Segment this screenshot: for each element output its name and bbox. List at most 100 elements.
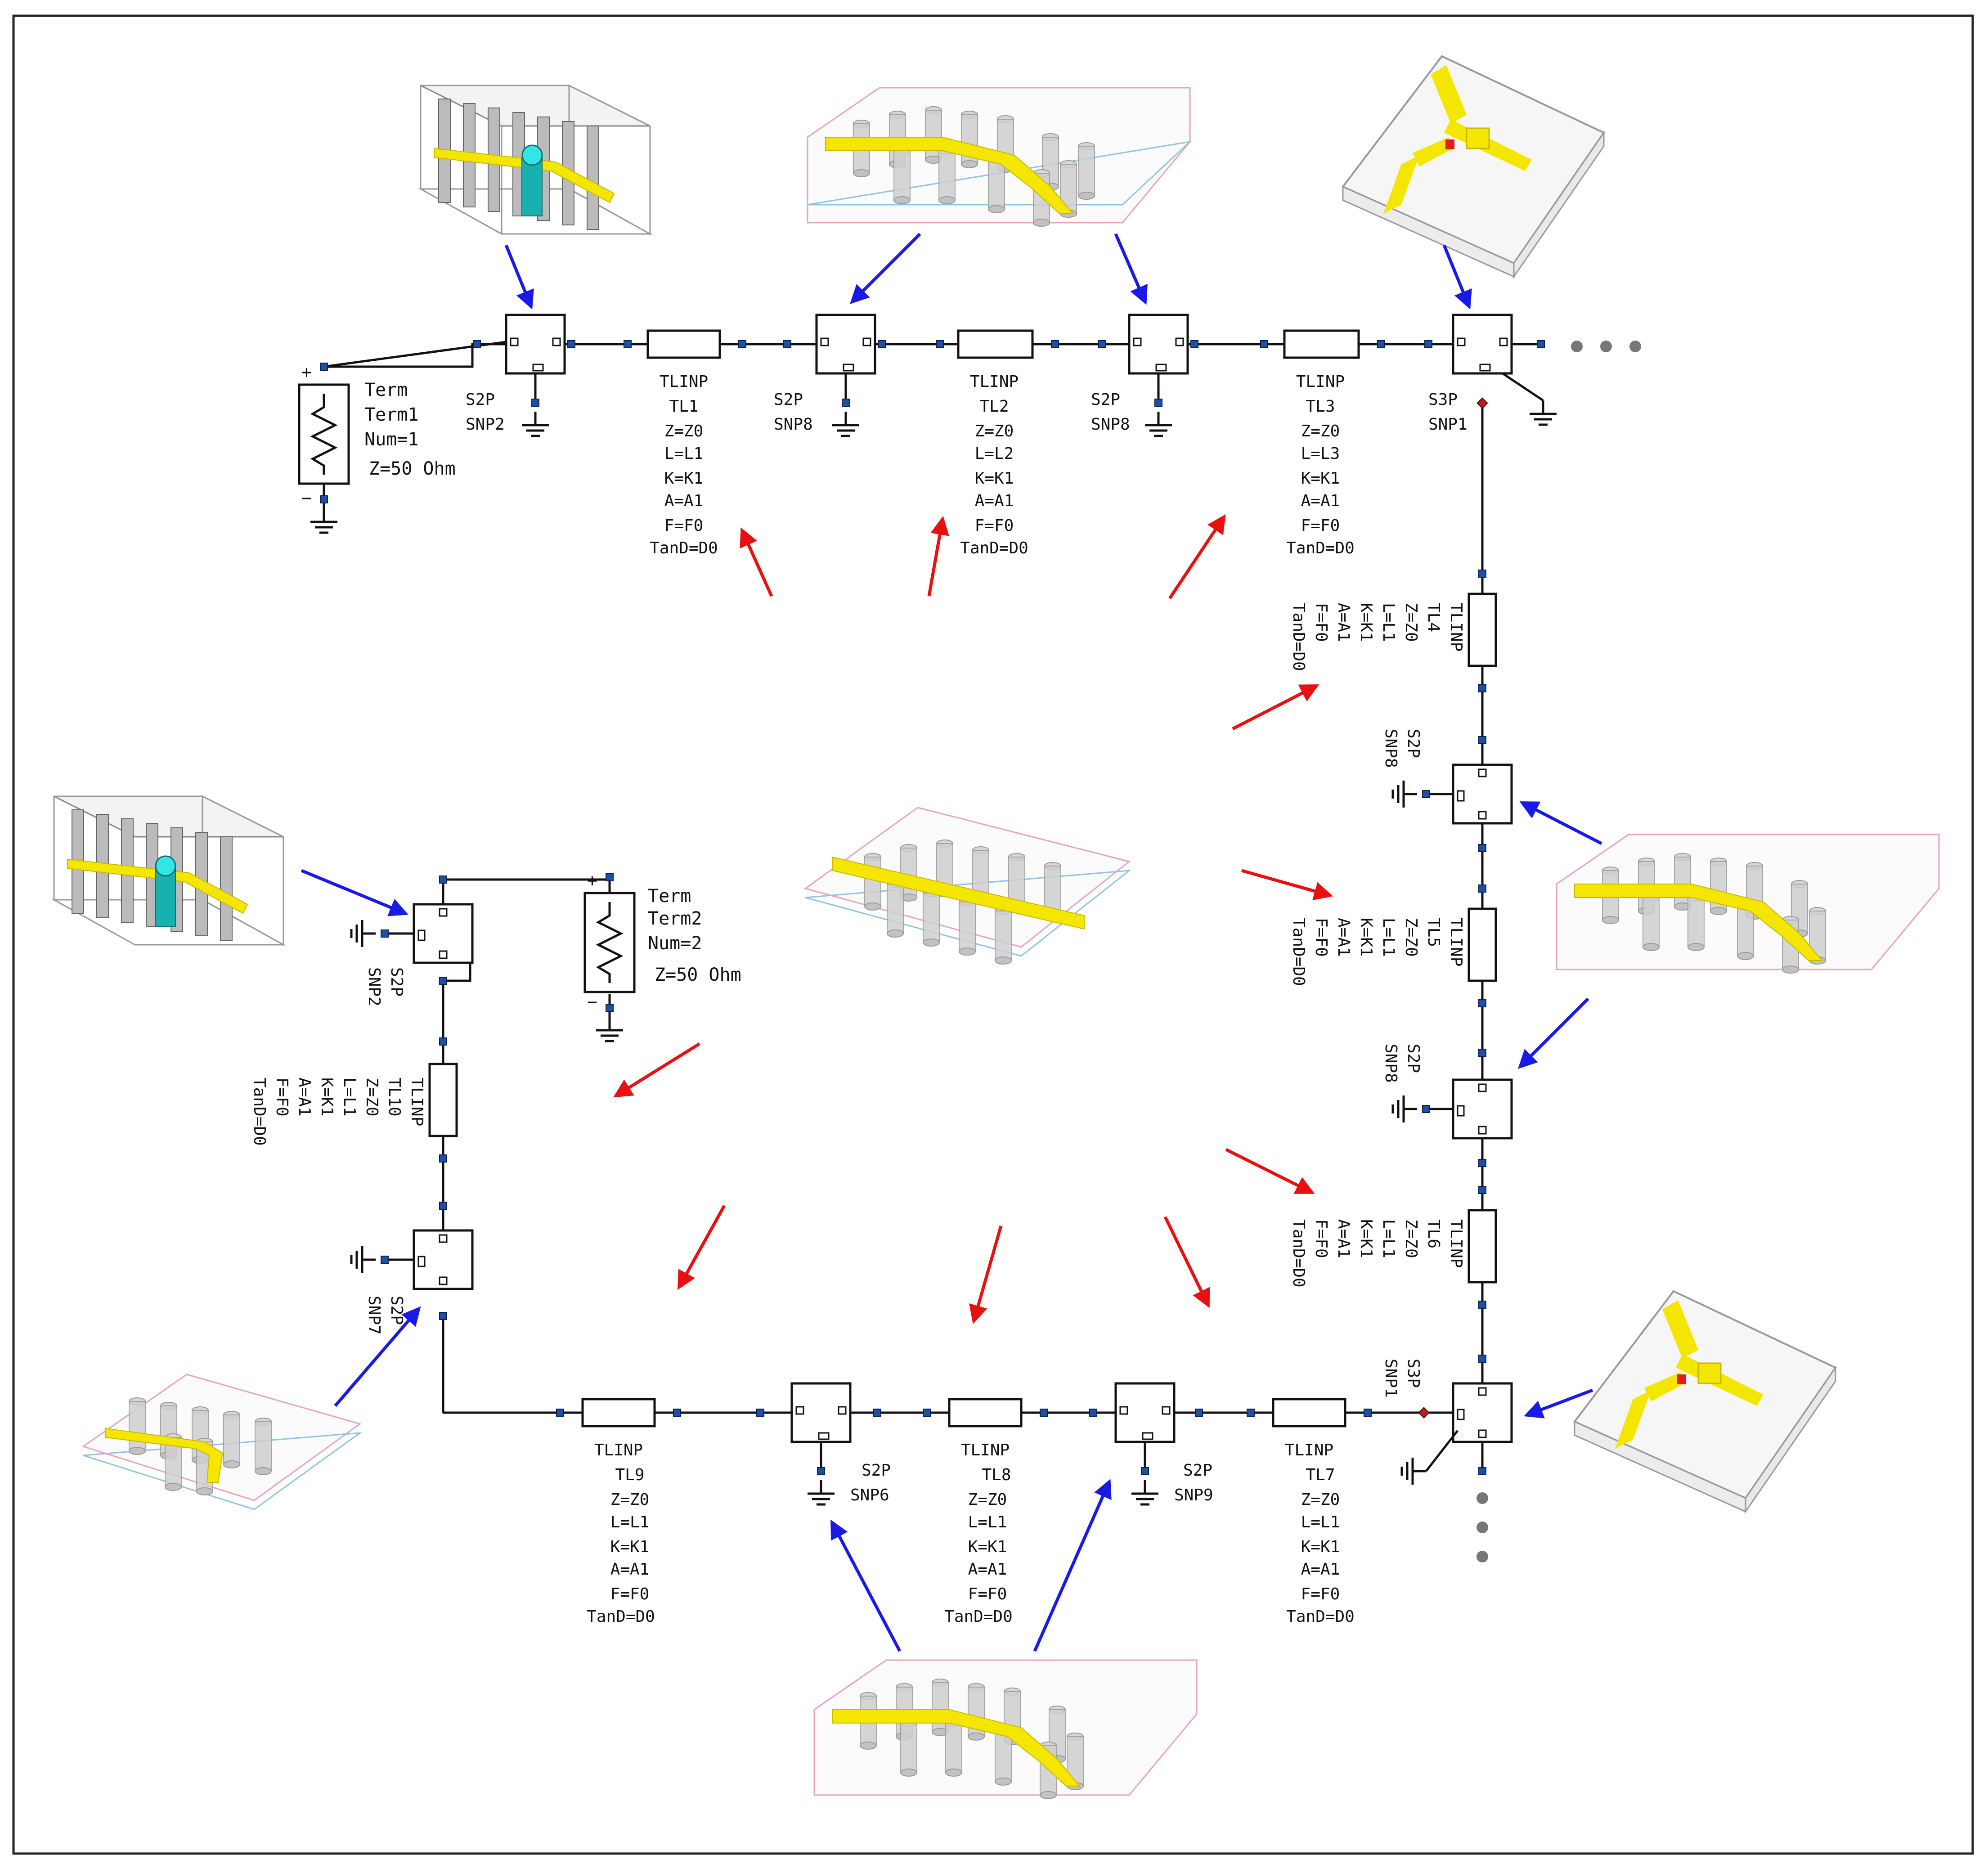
svg-text:F=F0: F=F0 — [1301, 516, 1340, 535]
red-arrow — [1168, 514, 1226, 599]
svg-text:K=K1: K=K1 — [968, 1538, 1007, 1556]
svg-text:S2P: S2P — [1091, 391, 1120, 409]
connector-model-left — [51, 795, 286, 946]
svg-text:SNP2: SNP2 — [365, 967, 383, 1006]
svg-text:SNP8: SNP8 — [774, 415, 813, 434]
term2-symbol[interactable]: + − — [585, 871, 634, 1012]
blue-arrow — [1033, 1479, 1112, 1652]
svg-text:SNP7: SNP7 — [365, 1296, 383, 1335]
svg-text:SNP6: SNP6 — [850, 1486, 889, 1504]
tl5-body[interactable] — [1467, 907, 1497, 982]
svg-text:Term: Term — [364, 380, 408, 400]
svg-text:TanD=D0: TanD=D0 — [1289, 1219, 1308, 1288]
blue-arrow — [504, 244, 534, 310]
svg-text:SNP1: SNP1 — [1382, 1359, 1400, 1398]
svg-text:S2P: S2P — [1404, 729, 1423, 758]
red-arrow — [740, 527, 773, 597]
red-arrow — [1232, 684, 1319, 731]
svg-text:Z=50 Ohm: Z=50 Ohm — [655, 965, 741, 985]
tl3-body[interactable] — [1283, 329, 1360, 359]
svg-text:−: − — [587, 992, 597, 1012]
svg-text:TLINP: TLINP — [1447, 1219, 1465, 1268]
svg-text:A=A1: A=A1 — [968, 1560, 1007, 1579]
blue-arrows — [301, 233, 1602, 1652]
svg-text:Z=Z0: Z=Z0 — [363, 1077, 381, 1117]
svg-text:F=F0: F=F0 — [664, 516, 704, 535]
svg-text:Z=Z0: Z=Z0 — [1301, 1490, 1340, 1509]
tl10-body[interactable] — [428, 1063, 458, 1137]
snp2-top[interactable] — [506, 315, 565, 373]
tl2-label: TLINP TL2 Z=Z0 L=L2 K=K1 A=A1 F=F0 TanD=… — [960, 373, 1028, 557]
tl7-body[interactable] — [1272, 1398, 1346, 1428]
svg-text:K=K1: K=K1 — [1357, 918, 1375, 957]
svg-text:TL2: TL2 — [979, 397, 1009, 416]
svg-text:Num=1: Num=1 — [364, 429, 418, 450]
svg-text:L=L2: L=L2 — [975, 444, 1014, 463]
red-arrows — [613, 514, 1333, 1324]
svg-text:S2P: S2P — [1404, 1044, 1423, 1073]
svg-text:Z=Z0: Z=Z0 — [1402, 1219, 1420, 1258]
tl9-label: TLINP TL9 Z=Z0 L=L1 K=K1 A=A1 F=F0 TanD=… — [587, 1441, 655, 1626]
svg-text:TanD=D0: TanD=D0 — [1286, 1607, 1355, 1626]
svg-text:K=K1: K=K1 — [1301, 469, 1340, 488]
svg-text:SNP1: SNP1 — [1428, 415, 1467, 434]
svg-text:−: − — [301, 488, 312, 508]
svg-text:Z=50 Ohm: Z=50 Ohm — [369, 458, 456, 479]
svg-text:F=F0: F=F0 — [1312, 918, 1330, 957]
svg-text:F=F0: F=F0 — [1312, 603, 1330, 642]
tl8-body[interactable] — [948, 1398, 1023, 1428]
junction-model-bottom — [1573, 1290, 1837, 1514]
tl2-body[interactable] — [957, 329, 1034, 359]
svg-text:TanD=D0: TanD=D0 — [1289, 918, 1308, 986]
snp2-top-label: S2P SNP2 — [466, 391, 505, 434]
snp6[interactable] — [792, 1383, 850, 1442]
snp9[interactable] — [1116, 1383, 1174, 1442]
blue-arrow — [1518, 997, 1589, 1069]
svg-text:L=L1: L=L1 — [1301, 1513, 1340, 1531]
svg-text:L=L1: L=L1 — [610, 1513, 650, 1531]
tl9-body[interactable] — [581, 1398, 656, 1428]
snp1-top-right[interactable] — [1453, 315, 1512, 373]
svg-text:TL1: TL1 — [669, 397, 698, 416]
snp8-top-a[interactable] — [817, 315, 875, 373]
tl10-label: TLINP TL10 Z=Z0 L=L1 K=K1 A=A1 F=F0 TanD… — [250, 1077, 426, 1146]
svg-text:F=F0: F=F0 — [968, 1585, 1007, 1603]
svg-text:TanD=D0: TanD=D0 — [944, 1607, 1013, 1626]
svg-text:TLINP: TLINP — [961, 1441, 1010, 1459]
continuation-dots-bottom — [1476, 1492, 1488, 1562]
snp9-label: S2P SNP9 — [1174, 1461, 1213, 1504]
term1-symbol[interactable]: + − — [299, 362, 349, 508]
svg-text:A=A1: A=A1 — [1334, 918, 1353, 957]
connector-model-top — [418, 84, 653, 235]
svg-text:K=K1: K=K1 — [1357, 603, 1375, 642]
svg-text:A=A1: A=A1 — [975, 492, 1014, 510]
tl8-label: TLINP TL8 Z=Z0 L=L1 K=K1 A=A1 F=F0 TanD=… — [944, 1441, 1013, 1626]
svg-text:Z=Z0: Z=Z0 — [1402, 603, 1420, 642]
svg-text:A=A1: A=A1 — [1301, 1560, 1340, 1579]
snp8-top-a-label: S2P SNP8 — [774, 391, 813, 434]
snp8-right-b[interactable] — [1453, 1080, 1512, 1138]
tl6-body[interactable] — [1467, 1209, 1497, 1284]
svg-text:Term2: Term2 — [648, 908, 702, 929]
red-arrow — [1225, 1148, 1315, 1194]
snp1-bottom-label: S3P SNP1 — [1382, 1359, 1423, 1398]
svg-text:L=L1: L=L1 — [340, 1077, 359, 1117]
svg-text:TLINP: TLINP — [970, 373, 1019, 391]
tl4-body[interactable] — [1467, 593, 1497, 667]
snp7[interactable] — [414, 1230, 472, 1289]
svg-text:A=A1: A=A1 — [664, 492, 704, 510]
red-arrow — [927, 516, 949, 597]
snp1-bottom-right[interactable] — [1453, 1383, 1512, 1442]
snp8-top-b[interactable] — [1129, 315, 1188, 373]
svg-text:S2P: S2P — [387, 1296, 406, 1325]
svg-text:TL6: TL6 — [1424, 1219, 1443, 1248]
snp2-left[interactable] — [414, 904, 472, 963]
svg-text:S2P: S2P — [774, 391, 803, 409]
svg-text:TLINP: TLINP — [594, 1441, 643, 1459]
tl1-body[interactable] — [646, 329, 721, 359]
tl5-label: TLINP TL5 Z=Z0 L=L1 K=K1 A=A1 F=F0 TanD=… — [1289, 918, 1465, 986]
svg-text:K=K1: K=K1 — [975, 469, 1014, 488]
wire-network — [323, 341, 1541, 1471]
svg-text:F=F0: F=F0 — [1312, 1219, 1330, 1258]
snp8-right-a[interactable] — [1453, 765, 1512, 823]
